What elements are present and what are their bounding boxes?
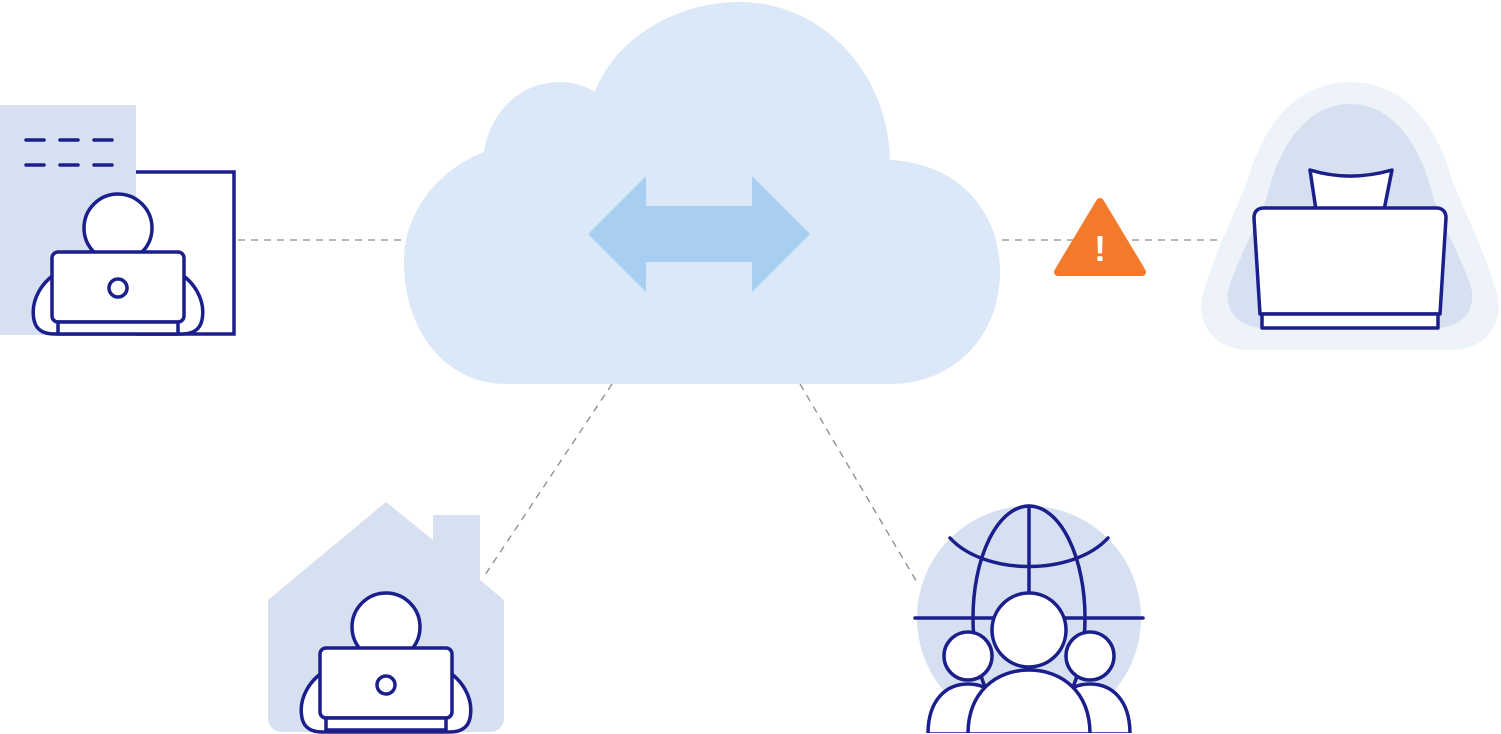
home-worker-icon [268, 502, 504, 734]
hacker-laptop-icon [1201, 82, 1499, 350]
office-worker-icon [0, 105, 236, 336]
bidirectional-arrow-icon [588, 176, 810, 292]
cloud-icon [404, 2, 1000, 384]
global-team-icon [913, 504, 1145, 733]
connector-global [799, 383, 919, 585]
warning-icon: ! [1054, 198, 1146, 276]
connectors [238, 239, 1258, 585]
warning-mark: ! [1094, 228, 1106, 269]
connector-home [482, 383, 613, 579]
